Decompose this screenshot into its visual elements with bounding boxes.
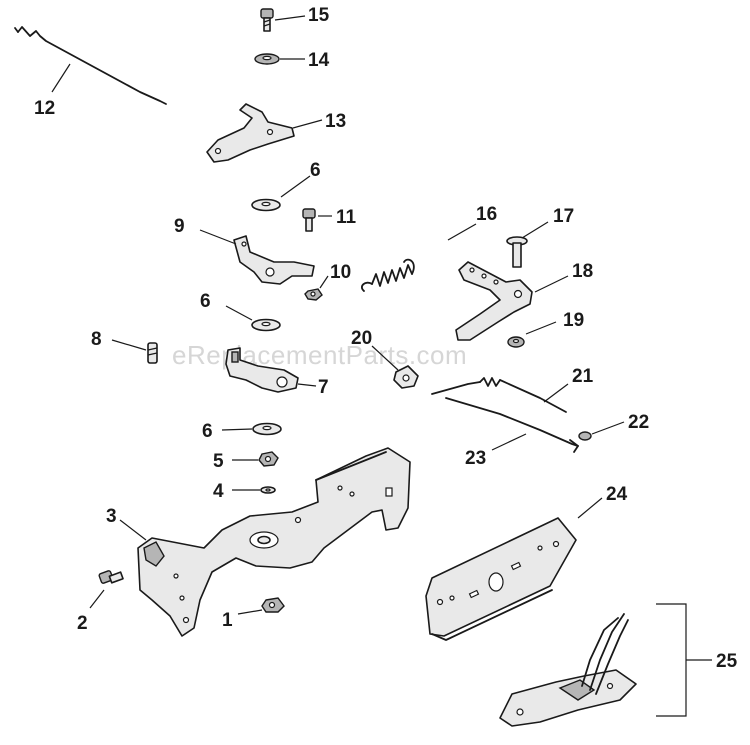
callout-24: 24 (606, 484, 628, 505)
part-10-nut (304, 288, 323, 301)
part-15-screw (260, 8, 274, 32)
callout-22: 22 (628, 412, 649, 433)
part-18-lever-plate (455, 261, 533, 341)
callout-23: 23 (465, 448, 486, 469)
part-21-spring-rod (431, 377, 567, 413)
callout-3: 3 (106, 506, 117, 527)
callout-6-middle: 6 (200, 291, 211, 312)
part-12-control-rod (14, 26, 167, 105)
callout-2: 2 (77, 613, 88, 634)
part-24-plate (425, 517, 577, 641)
part-6-washer-middle (251, 318, 281, 332)
watermark: eReplacementParts.com (172, 340, 467, 370)
part-2-bolt (98, 570, 124, 584)
part-5-nut (258, 451, 279, 467)
part-17-bolt (506, 236, 528, 268)
callout-6-lower: 6 (202, 421, 213, 442)
part-20-clip (393, 365, 419, 389)
part-3-mounting-bracket (137, 447, 411, 637)
callout-14: 14 (308, 50, 330, 71)
callout-15: 15 (308, 5, 330, 26)
part-6-washer-lower (252, 422, 282, 436)
callout-6-top: 6 (310, 160, 321, 181)
callout-5: 5 (213, 451, 224, 472)
part-1-nut (261, 597, 285, 613)
callout-4: 4 (213, 481, 224, 502)
callout-13: 13 (325, 111, 346, 132)
part-9-lever (233, 235, 315, 285)
callout-20: 20 (351, 328, 372, 349)
callout-18: 18 (572, 261, 593, 282)
part-22-screw (578, 431, 592, 441)
callout-12: 12 (34, 98, 55, 119)
callout-1: 1 (222, 610, 233, 631)
callout-7: 7 (318, 377, 329, 398)
callout-21: 21 (572, 366, 594, 387)
part-8-stud (147, 342, 158, 364)
callout-16: 16 (476, 204, 497, 225)
part-23-link-rod (445, 397, 579, 453)
part-7-lever (225, 347, 299, 393)
part-4-washer (260, 486, 276, 494)
callout-19: 19 (563, 310, 584, 331)
callout-9: 9 (174, 216, 185, 237)
callout-25: 25 (716, 651, 738, 672)
part-6-washer-top (251, 198, 281, 212)
callout-10: 10 (330, 262, 351, 283)
part-13-bracket (206, 103, 295, 163)
part-25-control-assembly (499, 613, 637, 727)
part-11-bolt (302, 208, 316, 232)
part-14-washer (254, 53, 280, 65)
part-16-spring (361, 258, 415, 292)
part-19-nut (507, 336, 525, 348)
callout-11: 11 (336, 207, 357, 228)
callout-17: 17 (553, 206, 574, 227)
callout-8: 8 (91, 329, 102, 350)
